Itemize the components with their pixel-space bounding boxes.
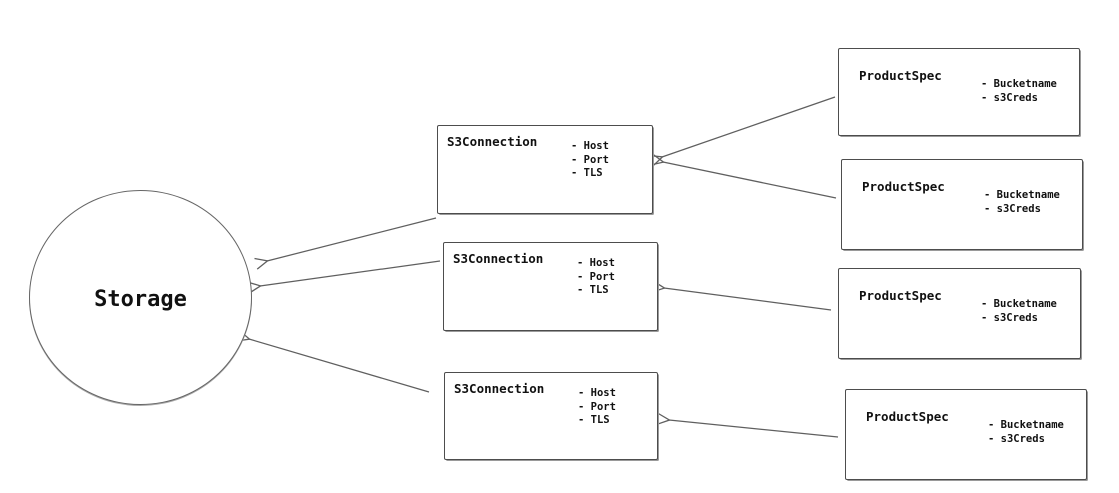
- attribute-line: - s3Creds: [981, 91, 1038, 104]
- s3-connection-title: S3Connection: [454, 381, 545, 396]
- edge-product-spec-4-to-s3-connection-3: [656, 412, 839, 438]
- product-spec-title: ProductSpec: [859, 68, 942, 83]
- attribute-line: - Host: [578, 387, 616, 399]
- attribute-line: - Port: [577, 270, 615, 283]
- attribute-line: - Bucketname: [984, 189, 1060, 201]
- attribute-line: - Bucketname: [988, 419, 1064, 431]
- edge-s3-connection-1-to-storage: [254, 217, 437, 270]
- s3-connection-title: S3Connection: [453, 251, 544, 266]
- product-spec-attributes: - Bucketname - s3Creds: [981, 78, 1057, 105]
- edge-product-spec-1-to-s3-connection-1: [649, 96, 836, 167]
- attribute-line: - Host: [571, 140, 609, 152]
- attribute-line: - Bucketname: [981, 78, 1057, 90]
- attribute-line: - s3Creds: [981, 311, 1038, 324]
- edge-s3-connection-3-to-storage: [236, 329, 430, 393]
- s3-connection-attributes: - Host - Port - TLS: [571, 140, 609, 181]
- node-product-spec-4[interactable]: ProductSpec - Bucketname - s3Creds: [845, 389, 1087, 480]
- attribute-line: - Bucketname: [981, 298, 1057, 310]
- node-storage[interactable]: Storage: [29, 190, 252, 405]
- product-spec-attributes: - Bucketname - s3Creds: [981, 298, 1057, 325]
- edge-product-spec-2-to-s3-connection-1: [650, 153, 837, 199]
- attribute-line: - Port: [578, 400, 616, 413]
- s3-connection-attributes: - Host - Port - TLS: [578, 387, 616, 428]
- storage-label: Storage: [94, 287, 187, 312]
- attribute-line: - TLS: [578, 414, 610, 426]
- product-spec-title: ProductSpec: [859, 288, 942, 303]
- node-s3-connection-1[interactable]: S3Connection - Host - Port - TLS: [437, 125, 653, 214]
- attribute-line: - Host: [577, 257, 615, 269]
- node-s3-connection-3[interactable]: S3Connection - Host - Port - TLS: [444, 372, 658, 460]
- attribute-line: - TLS: [577, 284, 609, 296]
- edge-product-spec-3-to-s3-connection-2: [651, 280, 832, 311]
- product-spec-attributes: - Bucketname - s3Creds: [984, 189, 1060, 216]
- product-spec-title: ProductSpec: [862, 179, 945, 194]
- product-spec-attributes: - Bucketname - s3Creds: [988, 419, 1064, 446]
- attribute-line: - Port: [571, 153, 609, 166]
- node-product-spec-3[interactable]: ProductSpec - Bucketname - s3Creds: [838, 268, 1081, 359]
- node-product-spec-1[interactable]: ProductSpec - Bucketname - s3Creds: [838, 48, 1080, 136]
- product-spec-title: ProductSpec: [866, 409, 949, 424]
- s3-connection-title: S3Connection: [447, 134, 538, 149]
- s3-connection-attributes: - Host - Port - TLS: [577, 257, 615, 298]
- attribute-line: - TLS: [571, 167, 603, 179]
- attribute-line: - s3Creds: [984, 202, 1041, 215]
- attribute-line: - s3Creds: [988, 432, 1045, 445]
- edge-s3-connection-2-to-storage: [247, 260, 441, 294]
- node-s3-connection-2[interactable]: S3Connection - Host - Port - TLS: [443, 242, 658, 331]
- node-product-spec-2[interactable]: ProductSpec - Bucketname - s3Creds: [841, 159, 1083, 250]
